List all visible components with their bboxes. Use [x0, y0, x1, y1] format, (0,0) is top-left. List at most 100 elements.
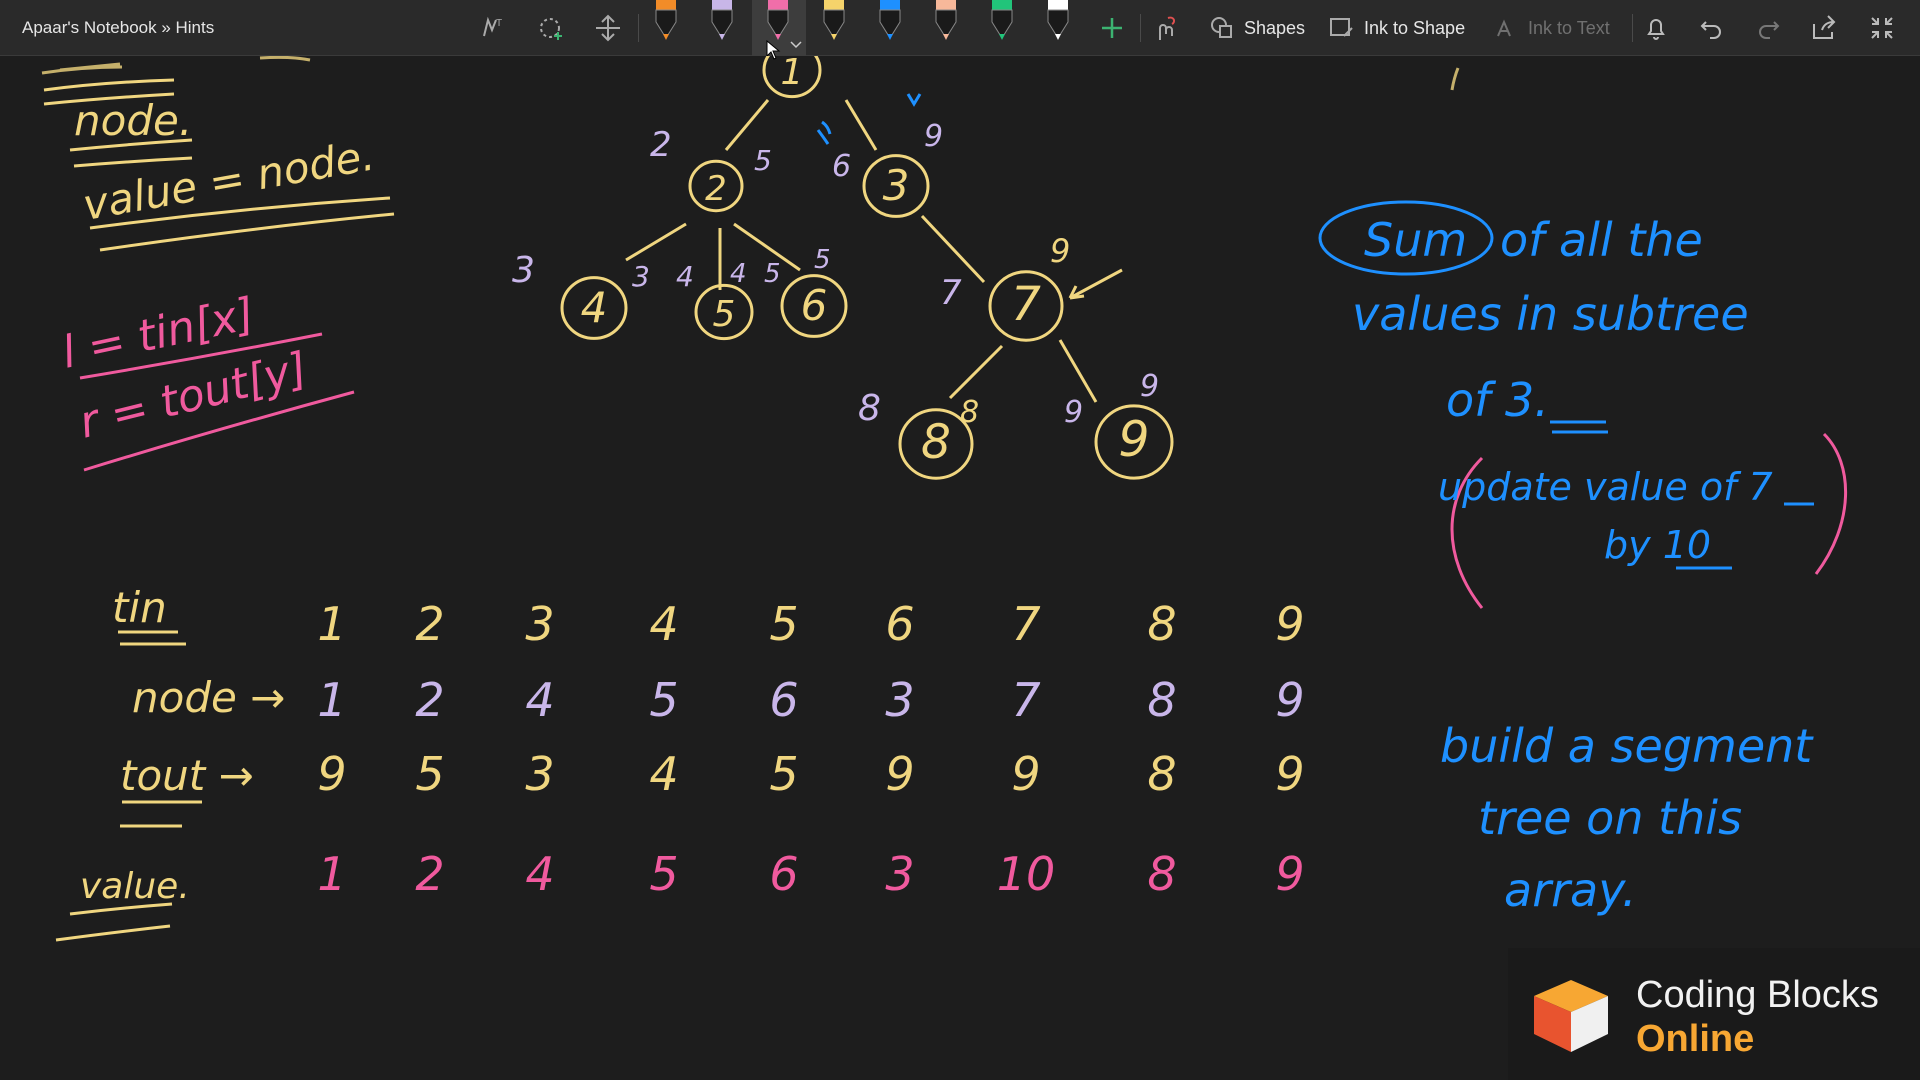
tin-label-node-9: 9 [1064, 395, 1083, 430]
update-line2: by 10 [1604, 523, 1711, 567]
shapes-icon [1211, 17, 1232, 38]
node-cell-6: 3 [885, 673, 914, 727]
tout-label-node-6: 5 [814, 245, 831, 275]
node-cell-4: 5 [649, 673, 678, 727]
row-label-tout: tout → [120, 751, 254, 800]
pen-orange-icon[interactable] [652, 0, 680, 44]
ink-canvas[interactable]: node. value = node. l = tin[x] r = tout[… [0, 56, 1920, 1080]
tin-cell-9: 9 [1275, 597, 1304, 651]
sum-circle [1318, 200, 1494, 276]
blue-checkmark [906, 93, 922, 107]
add-space-icon[interactable] [536, 12, 568, 44]
tout-cell-5: 5 [769, 747, 798, 801]
right-notes: Sum of all the values in subtree of 3. u… [1318, 67, 1848, 917]
tout-cell-3: 3 [525, 747, 554, 801]
value-cell-4: 5 [649, 847, 678, 901]
tree-node-5-circle [694, 283, 754, 341]
node-label: node. [74, 96, 192, 145]
tout-cell-4: 4 [649, 747, 678, 801]
pen-blue-icon[interactable] [876, 0, 904, 44]
node-cell-3: 4 [525, 673, 554, 727]
pen-green-icon[interactable] [988, 0, 1016, 44]
ink-to-shape-button[interactable]: Ink to Shape [1328, 0, 1465, 56]
close-paren [1814, 432, 1848, 575]
watermark-line2: Online [1636, 1018, 1755, 1060]
tree-node-4-circle [560, 276, 628, 340]
pen-white-icon[interactable] [1044, 0, 1072, 44]
redo-icon [1752, 12, 1784, 44]
range-notes: l = tin[x] r = tout[y] [58, 288, 355, 472]
open-paren [1450, 456, 1484, 609]
value-cell-7: 10 [997, 847, 1056, 901]
tin-label-node-2: 2 [650, 125, 672, 165]
tree-node-9-label: 9 [1118, 411, 1149, 468]
tree-node-1-label: 1 [781, 56, 804, 93]
tree-node-9-circle [1094, 404, 1174, 480]
tin-label-node-3: 6 [832, 149, 851, 184]
bell-icon[interactable] [1640, 12, 1672, 44]
tin-cell-5: 5 [769, 597, 798, 651]
tree-node-1-circle [762, 56, 822, 99]
value-cell-5: 6 [769, 847, 798, 901]
tout-label-node-7: 9 [1050, 232, 1070, 270]
insert-space-icon[interactable] [592, 12, 624, 44]
pen-lavender-icon[interactable] [708, 0, 736, 44]
tree-node-3-label: 3 [883, 161, 910, 210]
tin-label-node-6: 5 [764, 259, 781, 289]
sum-word: Sum [1364, 213, 1467, 267]
lasso-select-icon[interactable]: T [478, 12, 510, 44]
ink-to-text-button: Ink to Text [1492, 0, 1610, 56]
ink-to-shape-label: Ink to Shape [1364, 18, 1466, 38]
tin-cell-6: 6 [885, 597, 914, 651]
pen-yellow-icon[interactable] [820, 0, 848, 44]
tout-label-node-9: 9 [1140, 369, 1159, 404]
tout-label-node-4: 3 [632, 260, 650, 293]
shapes-button[interactable]: Shapes [1208, 0, 1305, 56]
touch-draw-icon[interactable] [1150, 12, 1182, 44]
svg-text:T: T [496, 18, 502, 29]
tin-label-node-4: 3 [512, 250, 535, 291]
pen-peach-icon[interactable] [932, 0, 960, 44]
tree-node-3-circle [862, 154, 930, 218]
breadcrumb[interactable]: Apaar's Notebook » Hints [22, 18, 215, 37]
share-icon[interactable] [1808, 12, 1840, 44]
value-cell-9: 9 [1275, 847, 1304, 901]
tree-node-2-label: 2 [705, 169, 727, 209]
tout-label-node-8: 8 [960, 395, 979, 430]
tree-node-8-label: 8 [921, 415, 951, 470]
toolbar-separator [638, 14, 639, 42]
tree-node-8-circle [898, 408, 974, 480]
ink-to-shape-icon [1330, 18, 1353, 37]
watermark-line1: Coding Blocks [1636, 974, 1879, 1016]
ink-to-text-icon [1497, 19, 1511, 37]
tout-cell-7: 9 [1011, 747, 1040, 801]
value-cell-1: 1 [317, 847, 346, 901]
value-cell-8: 8 [1147, 847, 1176, 901]
exit-fullscreen-icon[interactable] [1866, 12, 1898, 44]
sum-line3: of 3. [1446, 373, 1549, 427]
tree-node-6-label: 6 [801, 281, 828, 330]
tout-cell-9: 9 [1275, 747, 1304, 801]
node-cell-1: 1 [317, 673, 346, 727]
pen-pink-icon[interactable] [764, 0, 792, 44]
coding-blocks-logo-icon [1534, 980, 1608, 1052]
undo-icon[interactable] [1696, 12, 1728, 44]
tree-node-2-circle [688, 159, 744, 213]
tin-label-node-8: 8 [858, 388, 881, 429]
left-notes: node. value = node. [41, 56, 395, 252]
row-label-value: value. [80, 866, 190, 907]
coding-blocks-watermark: Coding Blocks Online [1508, 948, 1920, 1080]
tin-cell-8: 8 [1147, 597, 1176, 651]
tin-label-node-5: 4 [676, 260, 694, 293]
tin-cell-1: 1 [317, 597, 346, 651]
value-cell-3: 4 [525, 847, 554, 901]
chevron-down-icon[interactable] [788, 36, 804, 49]
node-cell-7: 7 [1011, 673, 1040, 727]
add-pen-icon[interactable] [1096, 12, 1128, 44]
blue-tick-mark [816, 120, 832, 145]
tree-node-6-circle [780, 274, 848, 338]
